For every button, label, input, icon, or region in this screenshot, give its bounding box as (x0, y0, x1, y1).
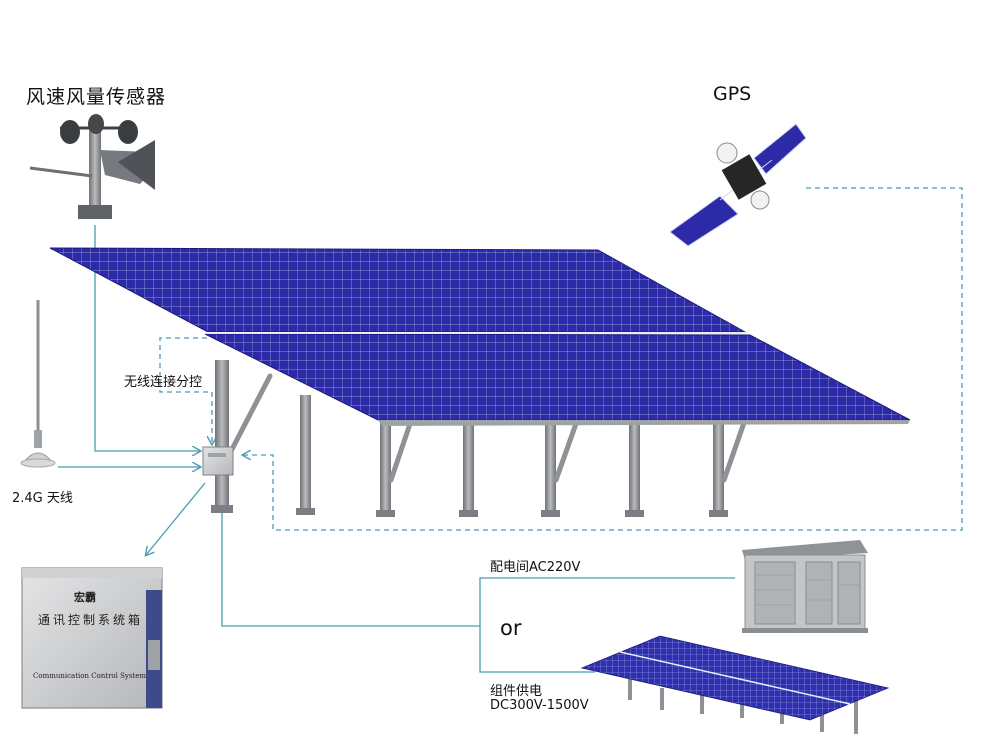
or-label: or (500, 616, 522, 640)
comm-box-brand: 宏霸 (74, 591, 96, 604)
wireless-label: 无线连接分控 (124, 375, 203, 390)
post-bases (211, 505, 728, 517)
wind-sensor-label: 风速风量传感器 (26, 86, 167, 108)
satellite-icon (669, 123, 807, 247)
anemometer-icon (29, 114, 155, 219)
comm-box-subtitle: Communication Control System (33, 672, 147, 680)
control-box-icon (21, 567, 163, 709)
gps-link (243, 187, 963, 531)
antenna-label: 2.4G 天线 (12, 491, 73, 506)
comm-box-title: 通讯控制系统箱 (38, 613, 144, 627)
dc-range-label: DC300V-1500V (490, 698, 589, 713)
power-link (221, 482, 735, 673)
component-power-label: 组件供电 (490, 684, 543, 699)
gps-label: GPS (713, 83, 752, 105)
comm-box-link (146, 482, 206, 555)
main-solar-array (49, 247, 911, 517)
distribution-room-label: 配电间AC220V (490, 560, 581, 575)
wind-sensor-link (94, 225, 200, 451)
array-struts (226, 373, 748, 483)
controller-box (202, 446, 234, 476)
solar-array-icon (580, 635, 890, 734)
antenna-icon (20, 300, 56, 468)
substation-icon (742, 540, 868, 633)
wireless-link (159, 337, 212, 444)
connections (58, 187, 963, 673)
solar-panel-rear (49, 247, 747, 333)
